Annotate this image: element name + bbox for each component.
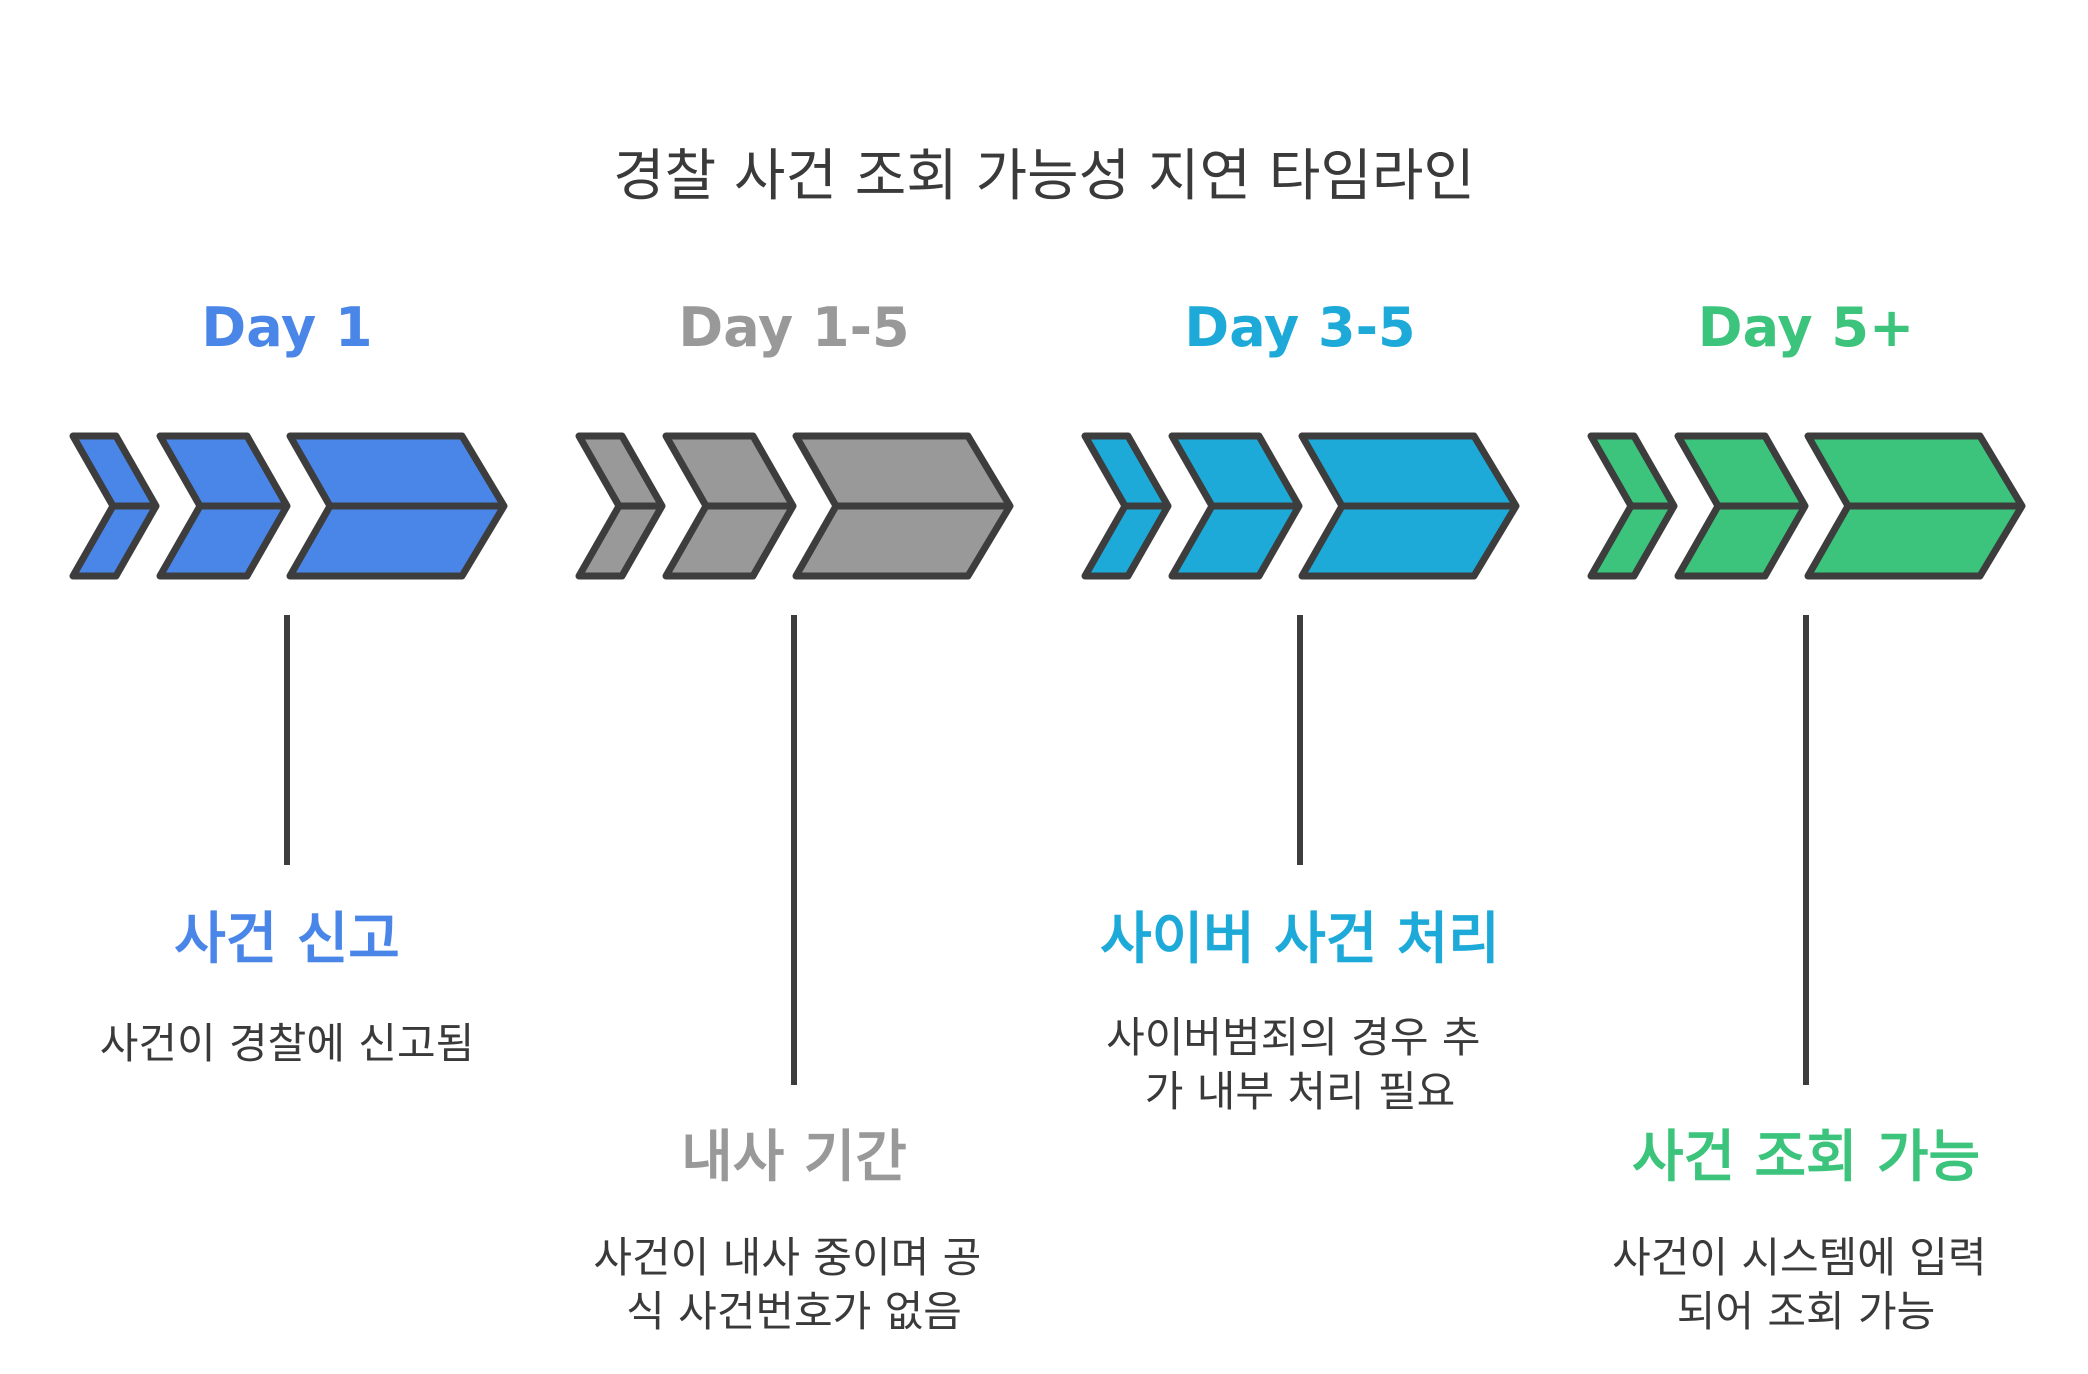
stage-4-chevron-arrow xyxy=(1587,432,2026,580)
stage-2-chevron-arrow xyxy=(575,432,1014,580)
stage-2-heading: 내사 기간 xyxy=(681,1125,907,1190)
stage-1-description: 사건이 경찰에 신고됨 xyxy=(100,1019,474,1068)
stage-4-heading: 사건 조회 가능 xyxy=(1632,1125,1980,1190)
stage-1-day-label: Day 1 xyxy=(201,296,372,359)
stage-2-day-label: Day 1-5 xyxy=(678,296,909,359)
stage-4: Day 5+ 사건 조회 가능 사건이 시스템에 입력 되어 조회 가능 xyxy=(1587,296,2026,1336)
stage-3: Day 3-5 사이버 사건 처리 사이버범죄의 경우 추 가 내부 처리 필요 xyxy=(1081,296,1520,1116)
stage-4-description-line-1: 사건이 시스템에 입력 xyxy=(1612,1233,1986,1282)
stage-3-description-line-2: 가 내부 처리 필요 xyxy=(1145,1067,1456,1116)
stage-1-heading: 사건 신고 xyxy=(174,907,400,972)
stage-3-description-line-1: 사이버범죄의 경우 추 xyxy=(1106,1013,1480,1062)
stage-1-description-line-1: 사건이 경찰에 신고됨 xyxy=(100,1019,474,1068)
stage-4-description: 사건이 시스템에 입력 되어 조회 가능 xyxy=(1612,1233,2000,1336)
stage-2-description-line-2: 식 사건번호가 없음 xyxy=(626,1287,962,1336)
stage-3-day-label: Day 3-5 xyxy=(1184,296,1415,359)
stage-4-description-line-2: 되어 조회 가능 xyxy=(1677,1287,1936,1336)
stage-3-heading: 사이버 사건 처리 xyxy=(1100,907,1500,972)
stage-4-day-label: Day 5+ xyxy=(1698,296,1914,359)
stage-2-description-line-1: 사건이 내사 중이며 공 xyxy=(593,1233,981,1282)
stage-2: Day 1-5 내사 기간 사건이 내사 중이며 공 식 사건번호가 없음 xyxy=(575,296,1014,1336)
stage-1-chevron-arrow xyxy=(69,432,508,580)
stage-3-chevron-arrow xyxy=(1081,432,1520,580)
stage-1: Day 1 사건 신고 사건이 경찰에 신고됨 xyxy=(69,296,508,1068)
diagram-title: 경찰 사건 조회 가능성 지연 타임라인 xyxy=(613,144,1475,209)
stage-3-description: 사이버범죄의 경우 추 가 내부 처리 필요 xyxy=(1106,1013,1494,1116)
stage-2-description: 사건이 내사 중이며 공 식 사건번호가 없음 xyxy=(593,1233,994,1336)
